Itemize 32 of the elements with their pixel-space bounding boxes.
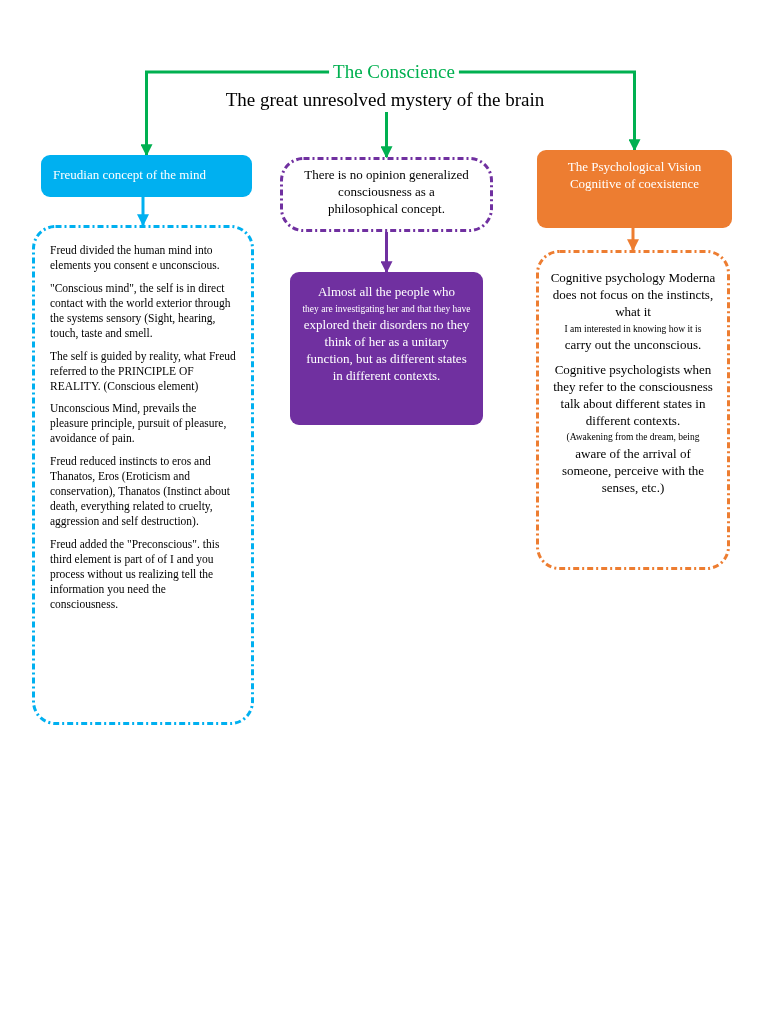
body-text: Freudian concept of the mind [53, 167, 208, 184]
concept-box [280, 157, 493, 232]
body-text: Freud reduced instincts to eros and Thanatos, Eros (Eroticism and conservation), Thanatos (Instinct about death, everything related to cruelty, aggression and self destruction). [50, 454, 231, 529]
body-text: The Psychological Vision Cognitive of coexistence [566, 159, 703, 193]
arrow [140, 70, 330, 157]
body-text: explored their disorders no they think of her as a unitary function, but as different states in different contexts. [302, 317, 471, 385]
detail-box [536, 250, 730, 570]
body-text: aware of the arrival of someone, perceive with the senses, etc.) [560, 445, 706, 497]
body-text: The self is guided by reality, what Freud referred to the PRINCIPLE OF REALITY. (Conscious element) [50, 348, 236, 394]
body-text: Freud divided the human mind into elements you consent e unconscious. [50, 243, 221, 273]
body-text: Cognitive psychologists when they refer to the consciousness talk about different states in different contexts. [552, 361, 714, 430]
body-text: Unconscious Mind, prevails the pleasure principle, pursuit of pleasure, avoidance of pain. [50, 401, 228, 447]
body-text: (Awakening from the dream, being [565, 431, 701, 444]
concept-box [537, 150, 732, 228]
body-text: carry out the unconscious. [563, 337, 703, 354]
detail-box [32, 225, 254, 725]
concept-box [41, 155, 252, 197]
body-text: There is no opinion generalized consciousness as a philosophical concept. [303, 167, 470, 218]
arrow [137, 197, 149, 227]
arrow [458, 70, 641, 152]
body-text: "Conscious mind", the self is in direct contact with the world exterior through the systems sensory (Sight, hearing, touch, taste and smell. [50, 280, 232, 341]
body-text: they are investigating her and that they have [301, 302, 472, 316]
arrow [380, 232, 393, 274]
body-text: Almost all the people who [316, 284, 457, 301]
detail-box [290, 272, 483, 425]
subtitle-text: The great unresolved mystery of the brain [225, 88, 545, 112]
body-text: I am interested in knowing how it is [563, 322, 703, 335]
arrow [380, 112, 393, 159]
body-text: Freud added the "Preconscious". this third element is part of of I and you process without us realizing tell the information you need the consciousness. [50, 536, 221, 612]
title-text: The Conscience [330, 60, 458, 84]
arrow [627, 228, 639, 252]
body-text: Cognitive psychology Moderna does not focus on the instincts, what it [550, 270, 716, 321]
